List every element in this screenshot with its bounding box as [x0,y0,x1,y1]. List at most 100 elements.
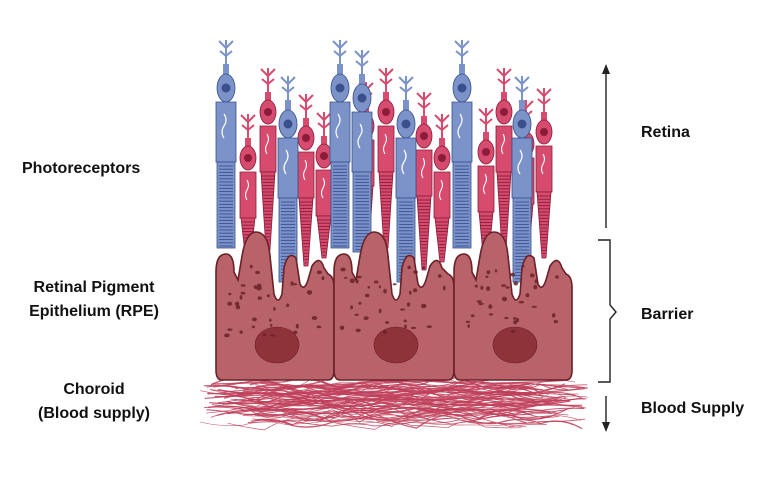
melanin-granule [478,302,484,306]
melanin-granule [378,285,381,289]
melanin-granule [421,303,427,309]
choroid-vessel [244,392,589,404]
melanin-granule [292,283,298,286]
choroid-vessel [242,410,582,421]
melanin-granule [534,279,538,284]
cone-cell [315,112,333,259]
melanin-granule [240,291,246,295]
melanin-granule [505,286,510,289]
choroid-vessel [227,417,522,431]
choroid-vessel [234,393,544,409]
choroid-vessel [247,406,575,414]
melanin-granule [339,325,345,330]
melanin-granule [485,275,489,278]
melanin-granule [383,288,387,294]
melanin-granule [286,303,290,308]
melanin-granule [472,274,475,278]
melanin-granule [426,325,432,329]
melanin-granule [525,293,530,298]
melanin-granule [306,290,313,295]
melanin-granule [551,313,556,318]
choroid-vessel [221,400,535,409]
melanin-granule [270,334,276,337]
choroid-vessel [252,414,549,422]
melanin-granule [529,273,535,278]
melanin-granule [413,288,418,293]
rod-cell [329,40,351,249]
rpe-nucleus [492,326,538,364]
melanin-granule [442,285,446,291]
retina-arrowhead [602,64,610,74]
melanin-granule [367,286,371,289]
melanin-granule [253,285,257,289]
melanin-granule [413,270,418,274]
melanin-granule [340,267,346,272]
choroid-vessel [217,397,525,409]
melanin-granule [344,276,348,279]
melanin-granule [467,324,471,328]
melanin-granule [513,281,519,286]
melanin-granule [251,317,257,322]
melanin-granule [409,290,412,295]
choroid-vessel [203,381,588,392]
melanin-granule [518,300,525,304]
melanin-granule [504,316,509,320]
melanin-granule [385,321,390,324]
melanin-granule [382,330,387,335]
melanin-granule [488,304,493,309]
melanin-granule [522,265,525,268]
melanin-granule [421,266,426,270]
choroid-vessel [212,379,564,388]
rpe-label-line1: Retinal Pigment [33,279,155,296]
choroid-label-line1: Choroid [63,381,125,398]
melanin-granule [474,284,478,288]
melanin-granule [488,313,494,316]
melanin-granule [407,265,411,270]
choroid-vessel [239,406,561,423]
choroid-label: Choroid (Blood supply) [14,378,174,426]
melanin-granule [354,313,359,316]
melanin-granule [269,318,272,322]
melanin-granule [494,269,498,273]
barrier-label: Barrier [641,306,694,323]
rpe-label: Retinal Pigment Epithelium (RPE) [14,276,174,324]
melanin-granule [486,286,490,291]
rod-cell [451,40,473,249]
melanin-granule [224,333,230,338]
rpe-cell [215,231,335,381]
cone-cell [433,114,451,263]
cone-cell [415,92,433,271]
melanin-granule [358,301,362,305]
choroid-vessel [226,389,556,399]
melanin-granule [321,276,325,281]
melanin-granule [256,286,262,291]
melanin-granule [501,296,508,302]
rpe-nucleus [373,326,419,364]
melanin-granule [531,305,537,308]
melanin-granule [228,292,232,296]
melanin-granule [239,330,243,334]
melanin-granule [392,283,397,286]
melanin-granule [355,328,361,333]
melanin-granule [235,301,240,306]
melanin-granule [373,280,379,284]
melanin-granule [251,325,255,329]
melanin-granule [240,284,246,287]
melanin-granule [255,270,260,275]
melanin-granule [533,285,538,290]
melanin-granule [290,281,294,286]
barrier-bracket [598,239,617,383]
melanin-granule [555,275,559,279]
choroid-label-line2: (Blood supply) [38,405,150,422]
melanin-granule [349,278,355,284]
cone-cell [535,88,553,259]
rpe-layer [215,231,573,381]
melanin-granule [270,323,273,327]
rpe-cell-body [215,231,335,381]
blood-supply-arrowhead [602,422,610,432]
melanin-granule [510,272,516,277]
melanin-granule [411,326,416,330]
rpe-cell [333,231,455,381]
choroid-vessel [230,404,534,417]
melanin-granule [510,330,516,333]
